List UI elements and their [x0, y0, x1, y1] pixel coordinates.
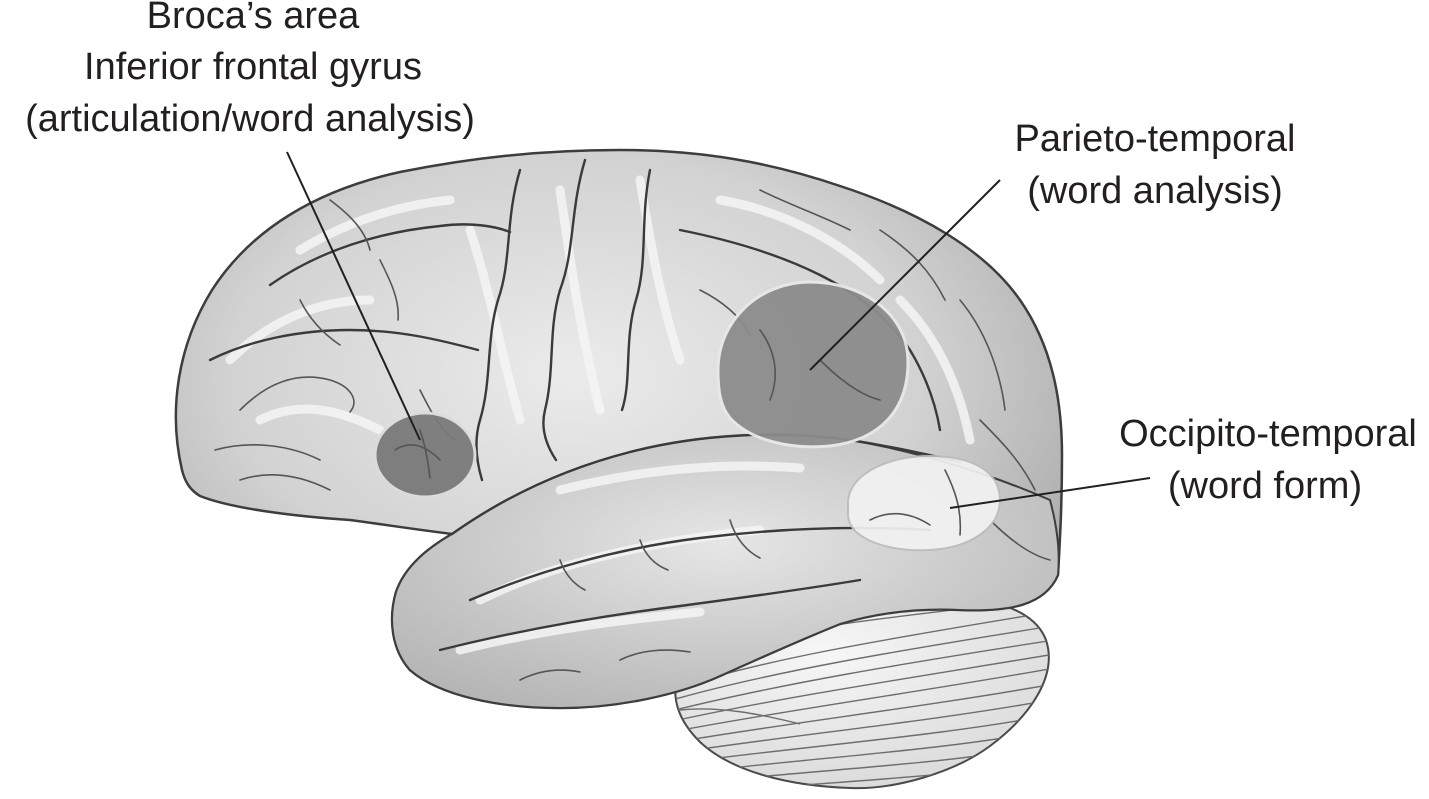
occipito-leader-line [949, 477, 1151, 509]
parieto-label-line1: Parieto-temporal [1015, 118, 1296, 160]
broca-label-line1: Broca’s area [147, 0, 361, 37]
parieto-temporal-region [716, 280, 910, 449]
occipito-temporal-region [847, 454, 1002, 552]
parieto-label-line2: (word analysis) [1027, 170, 1283, 212]
broca-label-line2: Inferior frontal gyrus [84, 46, 422, 88]
parieto-temporal-label: Parieto-temporal (word analysis) [1015, 118, 1296, 212]
broca-label: Broca’s area Inferior frontal gyrus (art… [25, 0, 475, 140]
occipito-label-line2: (word form) [1168, 465, 1362, 507]
broca-leader-line [286, 151, 421, 441]
occipito-temporal-label: Occipito-temporal (word form) [1119, 413, 1417, 507]
parieto-leader-line [809, 179, 1001, 371]
broca-label-line3: (articulation/word analysis) [25, 98, 475, 140]
occipito-label-line1: Occipito-temporal [1119, 413, 1417, 455]
broca-region [373, 411, 477, 499]
